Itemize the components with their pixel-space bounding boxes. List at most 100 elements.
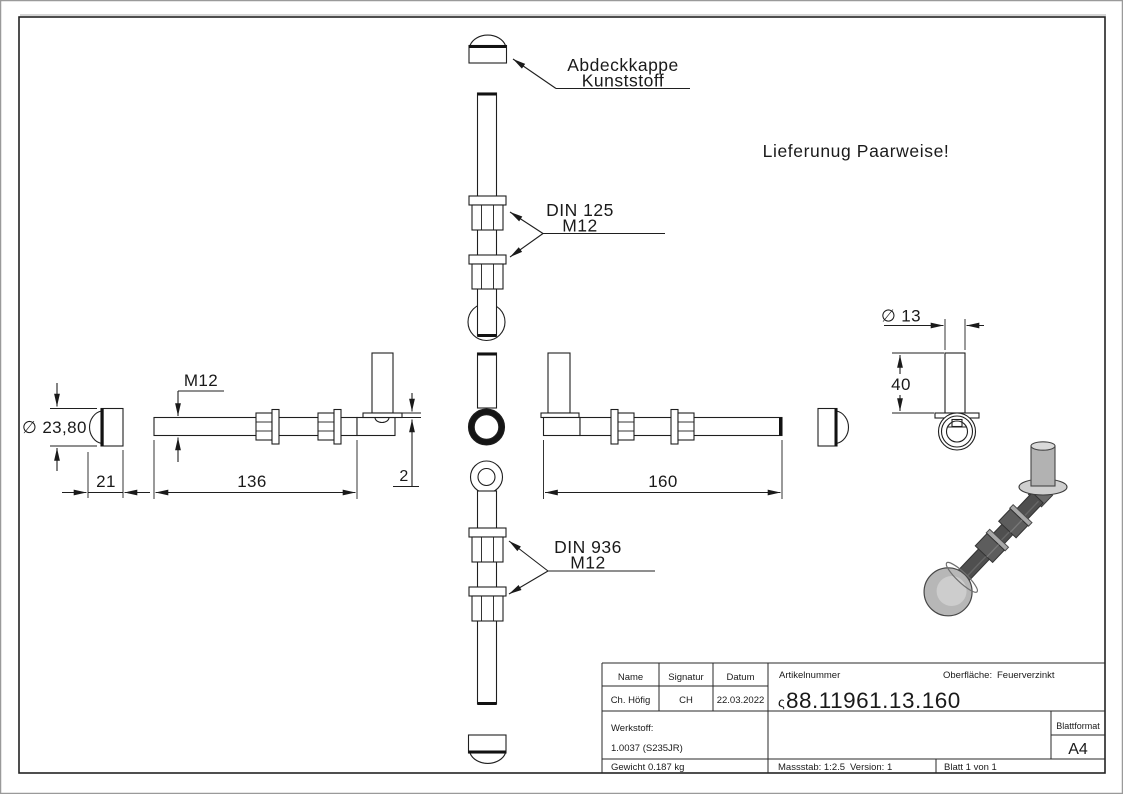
view-center-sections xyxy=(467,352,506,494)
tb-surface-value: Feuerverzinkt xyxy=(997,670,1055,681)
end-inner-circle xyxy=(945,420,969,443)
din125-leader: DIN 125 M12 xyxy=(509,200,665,258)
weld-dimple xyxy=(374,417,390,424)
render-nut-pair-1 xyxy=(997,503,1033,539)
tb-scale: Massstab: 1:2.5 xyxy=(778,762,845,773)
washer xyxy=(670,408,679,445)
tb-surface-label: Oberfläche: xyxy=(943,670,992,681)
dim-tube-dia-text: ∅ 13 xyxy=(881,307,921,326)
view-horizontal-right: 160 xyxy=(540,352,850,499)
tube-section-inner xyxy=(473,414,500,440)
tb-signature-value: CH xyxy=(679,695,693,706)
washer-nut-pair-right-2 xyxy=(670,408,695,445)
leader-arrow xyxy=(509,233,544,258)
din125-line1: DIN 125 xyxy=(546,200,614,220)
cap-leader: Abdeckkappe Kunststoff xyxy=(512,55,690,91)
render-tube-body xyxy=(1030,445,1056,487)
dim-cap-diameter: ∅ 23,80 xyxy=(22,383,97,471)
dim-cap-length-text: 21 xyxy=(96,472,116,491)
tb-sheet: Blatt 1 von 1 xyxy=(944,762,997,773)
render-nut xyxy=(997,508,1029,539)
hex-nut xyxy=(677,412,695,441)
tb-date-header: Datum xyxy=(727,672,755,683)
tb-name-value: Ch. Höfig xyxy=(611,695,651,706)
leader-arrow xyxy=(508,540,549,572)
cap-dome xyxy=(469,752,507,764)
hex-nut xyxy=(617,412,635,441)
ring-inner xyxy=(477,467,496,487)
tb-article-label: Artikelnummer xyxy=(779,670,840,681)
hex-nut xyxy=(255,412,273,441)
cap-side-view-right xyxy=(817,407,850,447)
din936-line1: DIN 936 xyxy=(554,537,622,557)
tb-weight: Gewicht 0.187 kg xyxy=(611,762,684,773)
tb-date-value: 22.03.2022 xyxy=(717,695,765,706)
cap-annotation-line2: Kunststoff xyxy=(582,71,665,91)
tb-name-header: Name xyxy=(618,672,643,683)
hex-nut xyxy=(471,536,504,563)
dim-rod-length-left: 136 xyxy=(153,440,358,499)
washer xyxy=(468,254,507,265)
leader-arrow xyxy=(508,570,549,595)
render-tube-top xyxy=(1030,441,1056,451)
dim-tube-diameter: ∅ 13 xyxy=(881,307,984,350)
washer xyxy=(271,408,280,445)
tube-flange xyxy=(362,412,403,419)
din936-leader: DIN 936 M12 xyxy=(508,537,655,595)
tb-article-number: 88.11961.13.160 xyxy=(786,688,961,713)
leader-arrow xyxy=(512,58,557,89)
render-nut-facet xyxy=(1009,519,1023,533)
tb-article-prefix: ς xyxy=(778,694,785,710)
washer-nut-pair-right-1 xyxy=(610,408,635,445)
washer xyxy=(468,527,507,538)
render-tube xyxy=(1018,441,1068,496)
tb-signature-header: Signatur xyxy=(668,672,703,683)
rod-end-block xyxy=(542,416,581,437)
washer xyxy=(468,586,507,597)
cap-skirt xyxy=(100,407,124,447)
dim-136-text: 136 xyxy=(237,472,267,491)
hex-nut xyxy=(471,595,504,622)
tube-body xyxy=(944,352,966,414)
cap-front-view-bottom xyxy=(467,734,507,764)
cap-skirt xyxy=(468,44,508,64)
cap-dome xyxy=(469,34,507,46)
dim-cap-diameter-text: ∅ 23,80 xyxy=(22,418,87,437)
view-tube-detail: ∅ 13 40 xyxy=(881,307,984,451)
dim-40-text: 40 xyxy=(891,375,911,394)
render-nut-pair-2 xyxy=(974,528,1010,564)
washer-nut-pair-3 xyxy=(468,527,507,563)
dim-rod-length-right: 160 xyxy=(543,440,783,499)
dim-thread: M12 xyxy=(175,371,224,462)
dim-tube-length: 40 xyxy=(891,352,944,414)
cap-front-view xyxy=(468,34,508,64)
cap-skirt xyxy=(817,407,838,447)
render-cap-seam xyxy=(945,561,979,593)
nut-washer-pair-left-1 xyxy=(255,408,280,445)
tb-format-value: A4 xyxy=(1068,741,1088,758)
view-horizontal-left: ∅ 23,80 21 M12 xyxy=(22,352,421,499)
view-vertical-bottom: DIN 936 M12 xyxy=(467,490,655,764)
cap-dome xyxy=(836,410,850,445)
washer-nut-pair-4 xyxy=(468,586,507,622)
dim-160-text: 160 xyxy=(648,472,678,491)
cap-dome xyxy=(88,410,102,445)
tb-material-value: 1.0037 (S235JR) xyxy=(611,743,683,754)
nut-washer-pair-left-2 xyxy=(317,408,342,445)
din936-line2: M12 xyxy=(570,553,606,573)
cross-tube xyxy=(371,352,394,414)
end-outer-circle xyxy=(937,412,977,451)
dim-thread-text: M12 xyxy=(184,371,218,390)
washer xyxy=(333,408,342,445)
render-cap-highlight xyxy=(936,576,967,607)
tb-material-label: Werkstoff: xyxy=(611,723,653,734)
cap-skirt xyxy=(467,734,507,754)
washer-nut-pair-2 xyxy=(468,254,507,290)
washer-nut-pair-1 xyxy=(468,195,507,231)
washer xyxy=(610,408,619,445)
cap-annotation-line1: Abdeckkappe xyxy=(567,55,679,75)
tube-section-wall xyxy=(468,409,505,445)
delivery-note: Lieferunug Paarweise! xyxy=(763,141,950,161)
